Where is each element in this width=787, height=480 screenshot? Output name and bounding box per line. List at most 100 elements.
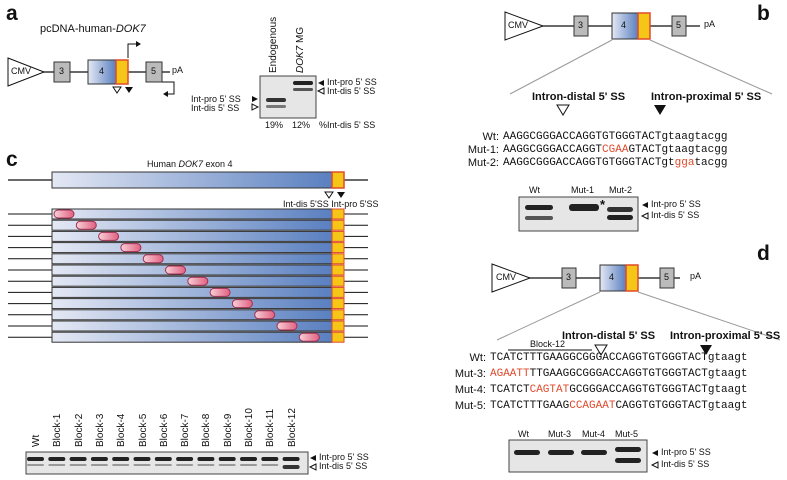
panel-b-distal-label: Intron-distal 5' SS (532, 91, 626, 103)
panel-c-band-dis: Int-dis 5' SS (319, 461, 368, 471)
mutated-bases: CCAGAAT (569, 400, 616, 412)
panel-b-construct (504, 11, 773, 116)
mutated-bases: AGAATT (490, 368, 530, 380)
panel-c-lane-label: Block-9 (222, 413, 234, 447)
gel-band (282, 465, 300, 469)
panel-c-gel (25, 451, 317, 475)
panel-b-lane-wt: Wt (529, 185, 540, 195)
gel-band (240, 457, 257, 461)
panel-a-gel (251, 75, 325, 119)
panel-c-exon-map (8, 171, 368, 199)
sequence-row: TCATCTTTGAAGGCGGGACCAGGTGTGGGTACTgtaagt (490, 353, 747, 364)
gel-band (48, 457, 66, 461)
panel-d-pa: pA (690, 271, 702, 281)
sequence-bases: AAGGCGGGACCAGGTGTGGGTACTgt (503, 157, 675, 169)
sequence-row: AAGGCGGGACCAGGTGTGGGTACTgtaagtacgg (503, 132, 727, 143)
gel-band (154, 457, 172, 461)
panel-a-exon-5: 5 (151, 66, 157, 76)
panel-d-lane-wt: Wt (518, 429, 529, 439)
panel-c-block-rows (8, 208, 368, 343)
gel-band (197, 464, 215, 466)
panel-b-band-pro: Int-pro 5' SS (651, 199, 701, 209)
panel-b-exon-4: 4 (621, 20, 627, 30)
gel-band (48, 464, 66, 466)
panel-c-band-pro: Int-pro 5' SS (319, 452, 369, 462)
panel-c-lane-label: Block-1 (52, 413, 64, 447)
sequence-bases: AAGGCGGGACCAGGTGTGGGTACT (503, 131, 662, 143)
panel-a-exon-4: 4 (99, 66, 105, 76)
mutated-bases: CGAA (602, 144, 629, 156)
block-row (8, 320, 368, 332)
mutated-bases: CAGTAT (529, 384, 570, 396)
panel-c-lane-label: Block-7 (180, 413, 192, 447)
panel-d-block-label: Block-12 (530, 339, 566, 349)
sequence-row-name: Mut-5: (454, 400, 486, 412)
panel-a-pct-2: 12% (292, 120, 311, 130)
panel-c-lane-label: Wt (31, 434, 42, 447)
sequence-bases: GTACTgtaagtacgg (628, 144, 728, 156)
block-marker (75, 220, 97, 230)
panel-a-pa: pA (172, 65, 184, 75)
block-marker (276, 321, 298, 331)
sequence-bases: TCATCTTTGAAG (490, 400, 570, 412)
panel-a-exon-3: 3 (59, 66, 65, 76)
panel-c-lane-label: Block-5 (137, 413, 149, 447)
panel-d-proximal-label: Intron-proximal 5' SS (670, 330, 781, 342)
sequence-row: TCATCTTTGAAGCCAGAATCAGGTGTGGGTACTgtaagt (490, 401, 747, 412)
block-row (8, 230, 368, 242)
panel-d-gel (508, 439, 659, 473)
block-row (8, 309, 368, 321)
panel-b-pa: pA (704, 19, 716, 29)
panel-b-band-dis: Int-dis 5' SS (651, 210, 700, 220)
gel-band (197, 457, 215, 461)
block-marker (165, 265, 186, 275)
sequence-row-name: Wt: (482, 131, 500, 143)
gel-band (69, 464, 87, 466)
gel-band (133, 464, 151, 466)
block-row (8, 253, 368, 265)
panel-a-label: a (6, 2, 18, 25)
gel-band (90, 464, 108, 466)
mutated-bases: gga (674, 157, 695, 169)
panel-d-lane-mut5: Mut-5 (615, 429, 639, 439)
sequence-row: AAGGCGGGACCAGGTGTGGGTACTgtggatacgg (503, 158, 727, 169)
panel-d-cmv: CMV (496, 272, 516, 282)
gel-band (69, 457, 87, 461)
panel-a-left-band-dis: Int-dis 5' SS (191, 103, 240, 113)
block-marker (187, 276, 209, 286)
sequence-bases: TCATCT (490, 384, 530, 396)
block-row (8, 219, 368, 231)
block-marker (254, 310, 276, 320)
sequence-row-name: Mut-4: (454, 384, 486, 396)
sequence-bases: TCATCTTTGAAGGCGGGACCAGGTGTGGGTACTgtaagt (490, 352, 748, 364)
panel-d-band-pro: Int-pro 5' SS (661, 447, 711, 457)
gel-band (218, 464, 236, 466)
panel-b-proximal-label: Intron-proximal 5' SS (651, 91, 762, 103)
gel-band (282, 457, 300, 461)
gel-band (27, 457, 44, 461)
panel-d-lane-mut3: Mut-3 (548, 429, 572, 439)
gel-band (133, 457, 151, 461)
block-row (8, 286, 368, 298)
panel-a-construct (7, 41, 175, 97)
panel-a-right-band-pro: Int-pro 5' SS (327, 77, 377, 87)
sequence-row-name: Mut-3: (454, 368, 486, 380)
sequence-bases: CAGGTGTGGGTACTgtaagt (615, 400, 748, 412)
panel-c-lane-label: Block-8 (201, 413, 213, 447)
panel-d-exon-5: 5 (664, 272, 670, 282)
sequence-bases: AAGGCGGGACCAGGT (503, 144, 603, 156)
gel-band (27, 464, 44, 466)
panel-a-left-band-pro: Int-pro 5' SS (191, 94, 241, 104)
block-marker (142, 254, 164, 264)
panel-b-cmv: CMV (508, 20, 528, 30)
gel-band (261, 464, 279, 466)
block-row (8, 242, 368, 254)
panel-a-pct-1: 19% (265, 120, 284, 130)
sequence-row-name: Wt: (469, 352, 487, 364)
sequence-row-name: Mut-2: (467, 157, 499, 169)
sequence-bases: GCGGGACCAGGTGTGGGTACTgtaagt (569, 384, 748, 396)
panel-d-lane-mut4: Mut-4 (582, 429, 606, 439)
panel-a-title: pcDNA-human-DOK7 (40, 23, 146, 35)
